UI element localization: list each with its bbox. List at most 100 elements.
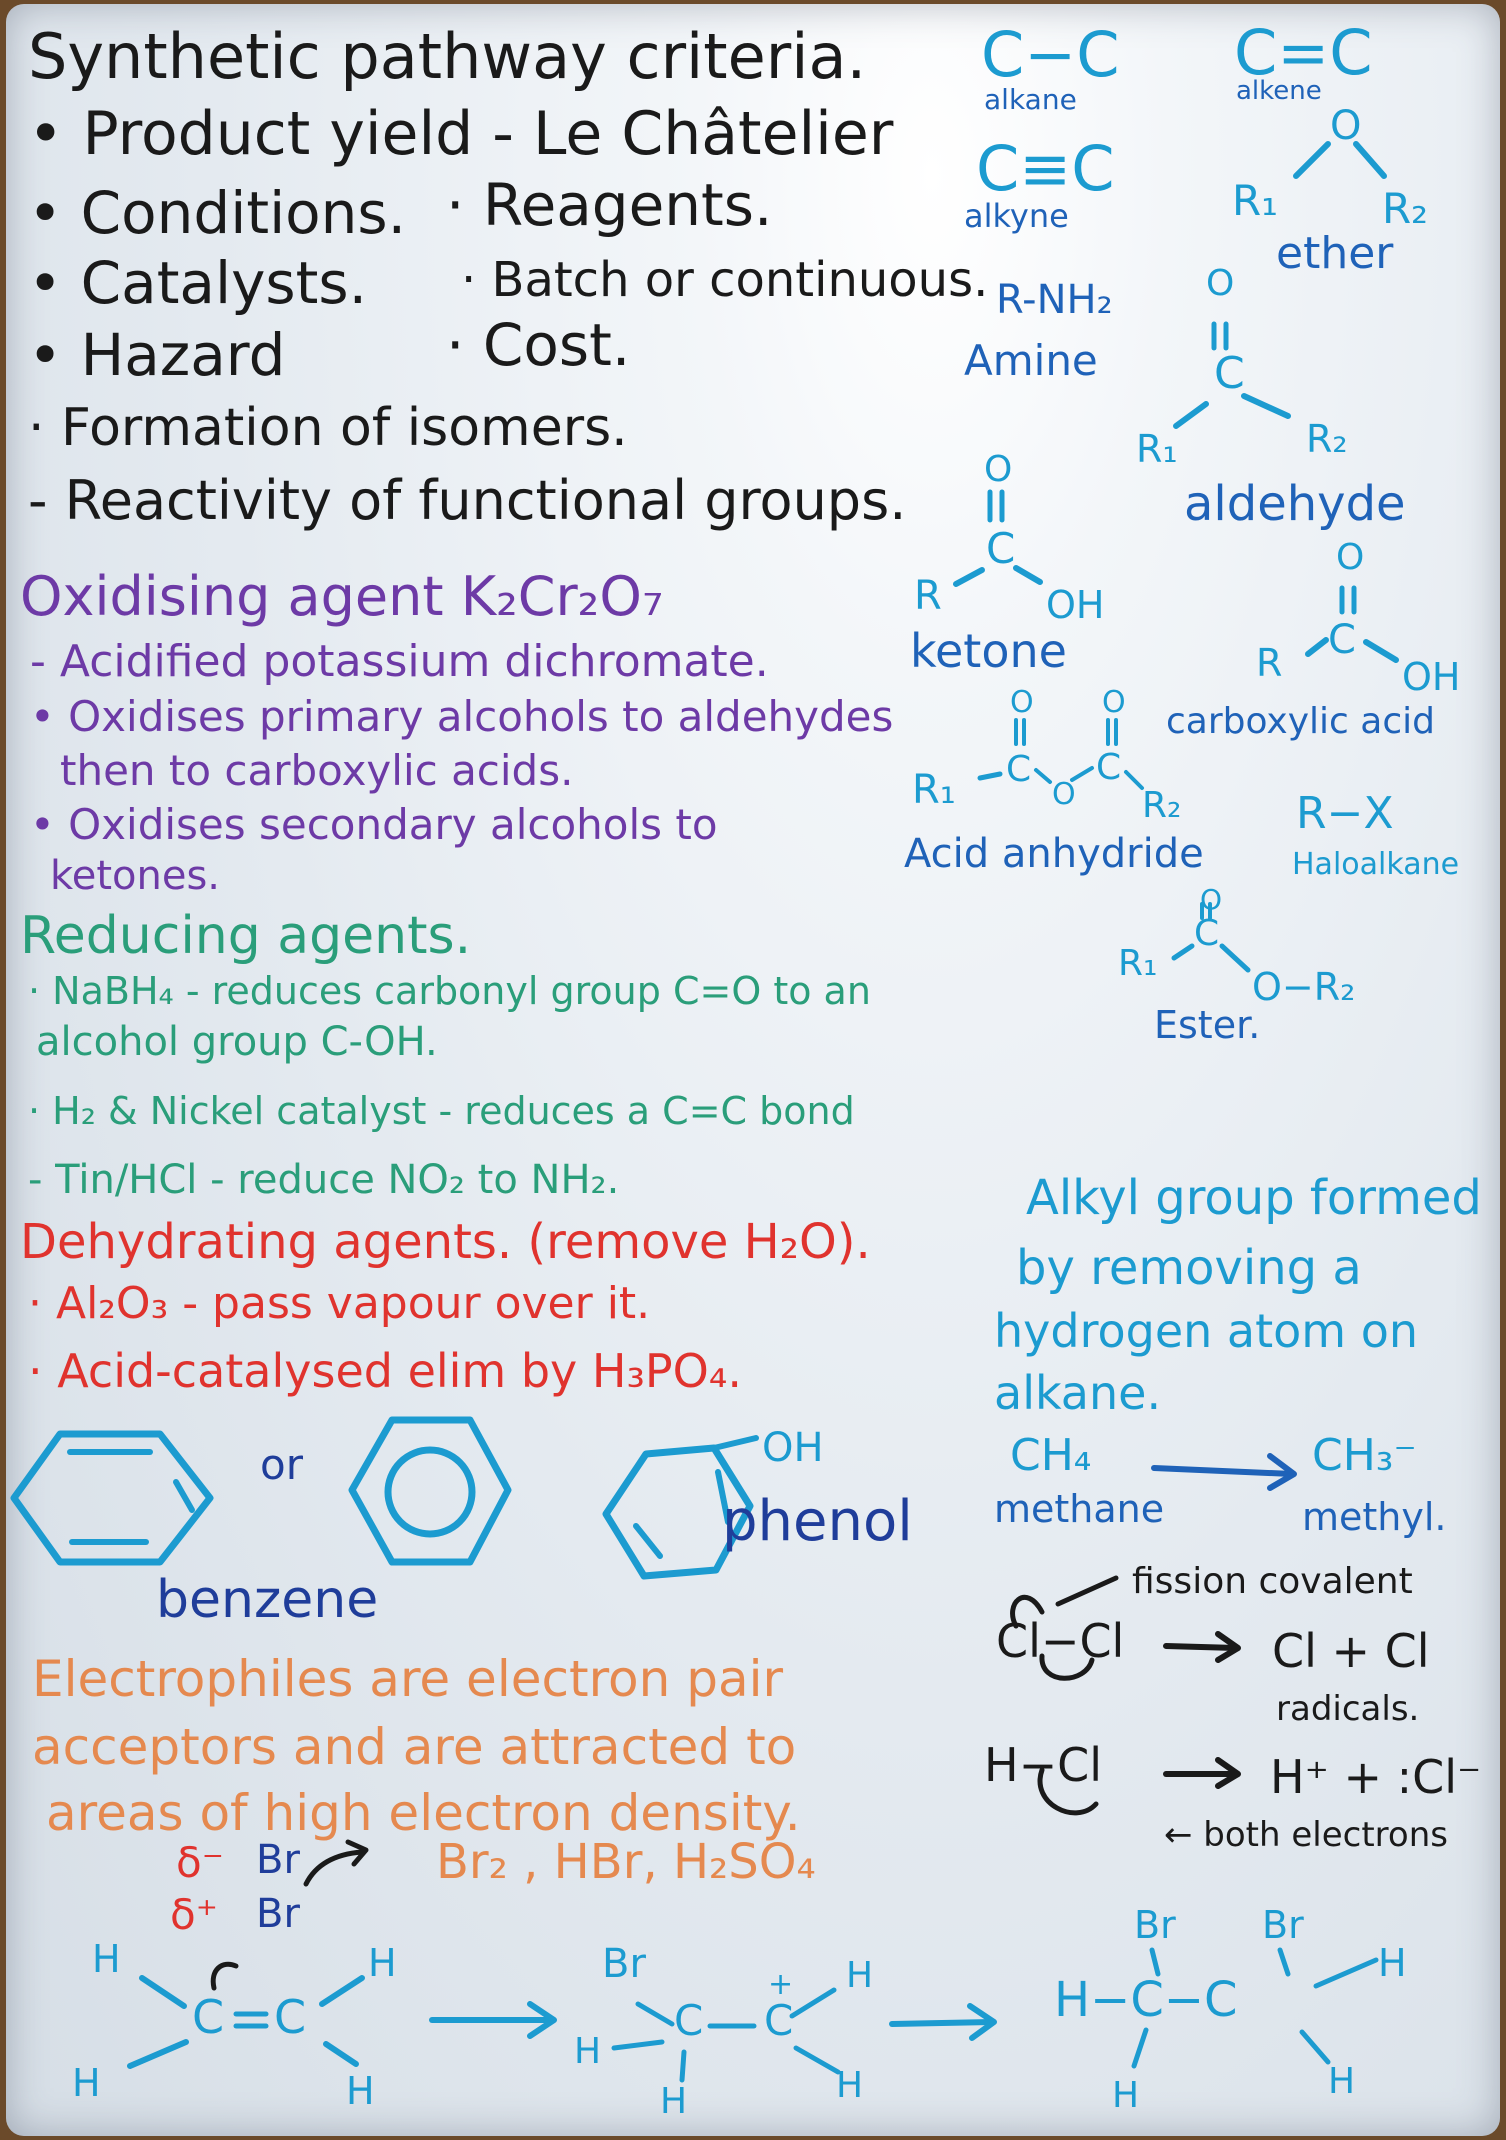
alkyl-line: alkane.	[994, 1366, 1162, 1420]
oxidising-line: • Oxidises primary alcohols to aldehydes	[30, 692, 894, 741]
benzene-ring-icon	[348, 1416, 512, 1566]
intermediate-bonds	[611, 1987, 841, 2083]
reaction-arrow	[429, 2001, 557, 2039]
oxidising-heading: Oxidising agent K₂Cr₂O₇	[20, 565, 664, 628]
reducing-line: alcohol group C-OH.	[36, 1019, 438, 1065]
methane-to-methyl-arrow	[1151, 1453, 1297, 1491]
aldehyde-carbon: C	[1214, 348, 1245, 399]
homolytic-right: Cl + Cl	[1272, 1624, 1430, 1678]
anhydride-oxygen-2: O	[1102, 685, 1126, 720]
aldehyde-r2: R₂	[1306, 417, 1348, 461]
aldehyde-name: aldehyde	[1184, 476, 1406, 532]
delta-plus: δ⁺	[170, 1890, 218, 1939]
oxidising-line: - Acidified potassium dichromate.	[30, 636, 769, 687]
carboxylic-bonds	[1305, 585, 1399, 663]
ethene-bonds	[127, 1961, 365, 2069]
ethene-h: H	[368, 1941, 397, 1985]
methane-formula: CH₄	[1010, 1430, 1092, 1481]
criteria-title: Synthetic pathway criteria.	[28, 20, 867, 93]
amine-name: Amine	[964, 336, 1098, 385]
ethene-carbon: C	[192, 1990, 225, 2044]
alkyl-line: by removing a	[1016, 1240, 1362, 1296]
criteria-item: · Batch or continuous.	[461, 252, 989, 308]
alkane-name: alkane	[984, 83, 1077, 116]
anhydride-carbon-2: C	[1096, 747, 1122, 788]
both-electrons-label: ← both electrons	[1164, 1815, 1448, 1855]
ester-carbon: C	[1194, 913, 1220, 954]
ketone-oxygen: O	[984, 449, 1013, 490]
alkyl-line: hydrogen atom on	[994, 1304, 1418, 1358]
ketone-name: ketone	[910, 624, 1067, 678]
methyl-name: methyl.	[1302, 1495, 1447, 1539]
curly-arrow-to-bromine	[303, 1839, 369, 1887]
oxidising-line: ketones.	[50, 853, 221, 899]
intermediate-h: H	[846, 1955, 874, 1996]
product-bromine: Br	[1262, 1903, 1304, 1947]
haloalkane-formula: R−X	[1296, 788, 1394, 839]
ketone-bonds	[953, 489, 1043, 587]
anhydride-bridge-oxygen: O	[1052, 777, 1076, 812]
heterolytic-left: H−Cl	[984, 1738, 1103, 1792]
bromine-bottom: Br	[256, 1891, 300, 1937]
reaction-arrow	[889, 2003, 997, 2041]
intermediate-h: H	[574, 2031, 602, 2072]
ester-or2: O−R₂	[1252, 965, 1356, 1009]
aldehyde-oxygen: O	[1206, 263, 1235, 304]
ketone-carbon: C	[986, 524, 1016, 573]
ether-r2: R₂	[1382, 184, 1429, 233]
intermediate-carbon: C	[764, 1996, 794, 2045]
alkene-formula: C=C	[1234, 16, 1373, 89]
reducing-heading: Reducing agents.	[20, 906, 472, 966]
anhydride-carbon-1: C	[1006, 749, 1032, 790]
intermediate-h: H	[836, 2065, 864, 2106]
product-bonds	[1131, 1947, 1379, 2069]
anhydride-oxygen-1: O	[1010, 685, 1034, 720]
intermediate-bromine: Br	[602, 1941, 646, 1987]
dehydrating-heading: Dehydrating agents. (remove H₂O).	[20, 1214, 871, 1270]
ether-bonds	[1293, 141, 1387, 179]
reducing-line: · NaBH₄ - reduces carbonyl group C=O to …	[28, 969, 871, 1013]
alkyne-name: alkyne	[964, 197, 1069, 235]
ketone-oh: OH	[1046, 583, 1105, 627]
criteria-item: • Conditions.	[28, 179, 407, 247]
carboxylic-name: carboxylic acid	[1166, 701, 1435, 742]
ether-name: ether	[1276, 228, 1394, 279]
intermediate-carbon: C	[674, 1996, 704, 2045]
ethene-carbon: C	[274, 1990, 307, 2044]
electrophiles-line: areas of high electron density.	[46, 1784, 801, 1842]
oxidising-line: • Oxidises secondary alcohols to	[30, 800, 718, 849]
product-h: H	[1328, 2061, 1356, 2102]
anhydride-name: Acid anhydride	[904, 831, 1204, 877]
aldehyde-r1: R₁	[1136, 427, 1178, 471]
benzene-kekule-icon	[10, 1430, 214, 1566]
ester-bonds	[1171, 902, 1251, 973]
ethene-h: H	[72, 2061, 101, 2105]
ether-r1: R₁	[1232, 176, 1279, 225]
alkyne-formula: C≡C	[976, 132, 1115, 205]
phenol-name: phenol	[722, 1489, 913, 1554]
reducing-line: · H₂ & Nickel catalyst - reduces a C=C b…	[28, 1089, 855, 1133]
criteria-item: - Reactivity of functional groups.	[28, 469, 907, 532]
alkene-name: alkene	[1236, 76, 1322, 106]
criteria-item: · Formation of isomers.	[28, 398, 628, 458]
product-h: H	[1112, 2075, 1140, 2116]
dehydrating-line: · Acid-catalysed elim by H₃PO₄.	[28, 1344, 742, 1398]
anhydride-r2: R₂	[1142, 785, 1182, 826]
electrophiles-line: acceptors and are attracted to	[32, 1718, 797, 1776]
ether-oxygen: O	[1330, 103, 1362, 149]
electrophiles-line: Electrophiles are electron pair	[32, 1650, 784, 1708]
electrophile-examples: Br₂ , HBr, H₂SO₄	[436, 1834, 816, 1890]
benzene-name: benzene	[156, 1570, 379, 1630]
criteria-item: · Cost.	[446, 311, 631, 379]
phenol-oh: OH	[762, 1425, 824, 1471]
carboxylic-oh: OH	[1402, 655, 1461, 699]
heterolytic-right: H⁺ + :Cl⁻	[1270, 1750, 1482, 1804]
anhydride-r1: R₁	[912, 767, 956, 813]
whiteboard: Synthetic pathway criteria. • Product yi…	[6, 4, 1500, 2136]
alkyl-line: Alkyl group formed	[1026, 1170, 1482, 1226]
ethene-h: H	[92, 1937, 121, 1981]
criteria-item: • Hazard	[28, 321, 286, 389]
haloalkane-name: Haloalkane	[1292, 847, 1460, 882]
oxidising-line: then to carboxylic acids.	[60, 746, 574, 795]
criteria-item: • Product yield - Le Châtelier	[28, 99, 894, 169]
